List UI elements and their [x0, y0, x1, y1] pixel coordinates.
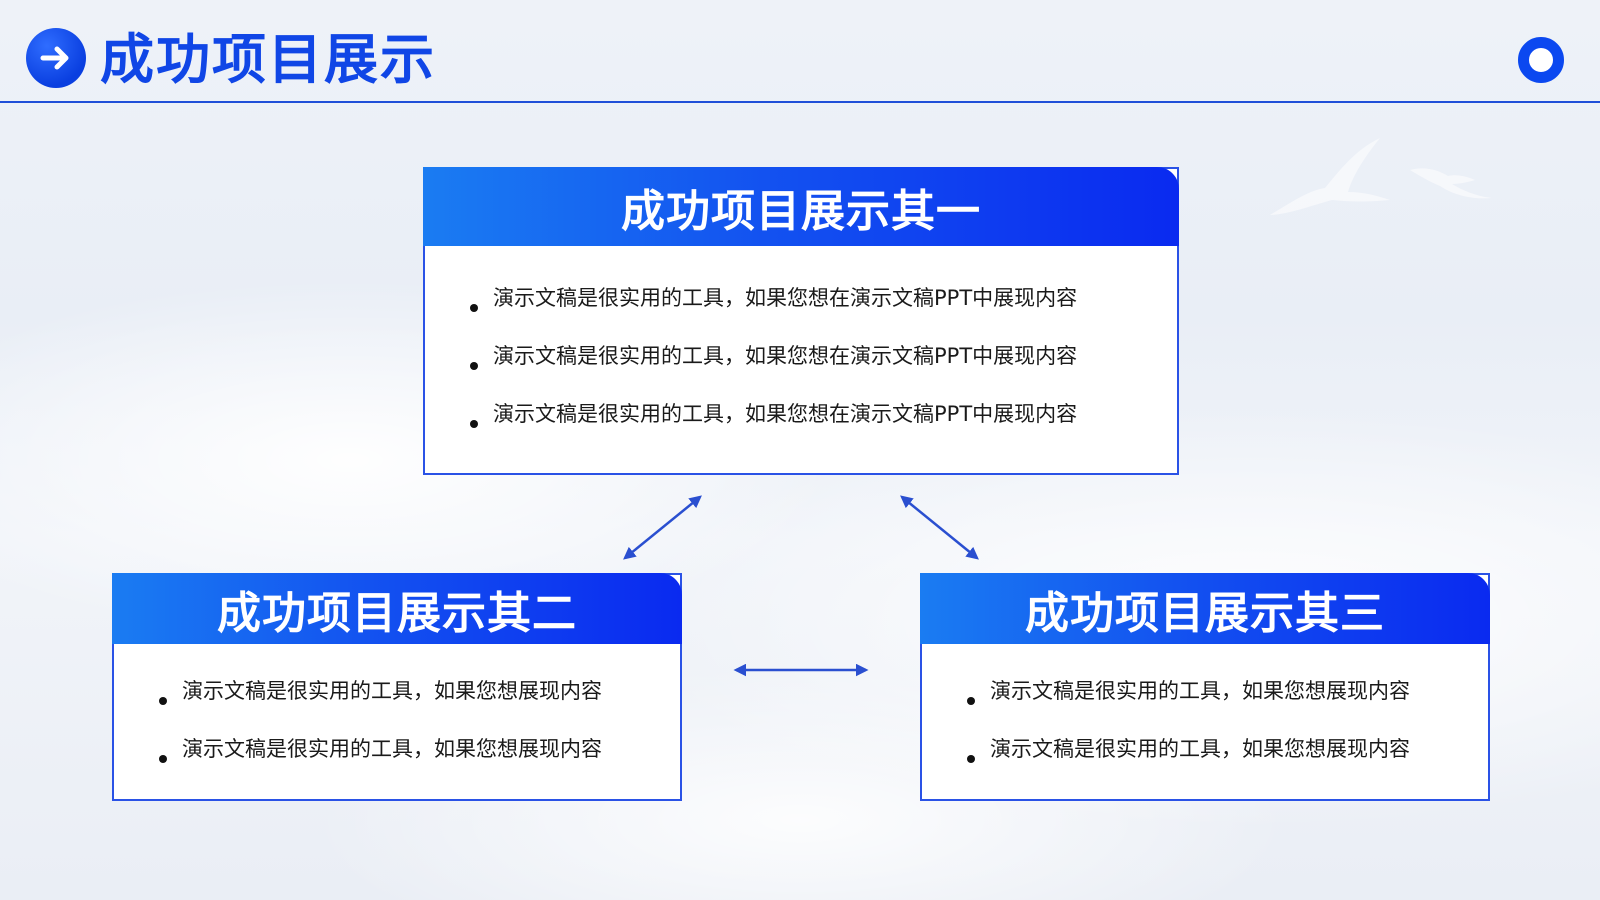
bullet-item: 演示文稿是很实用的工具，如果您想在演示文稿PPT中展现内容 [470, 395, 1177, 453]
ring-icon [1518, 37, 1564, 83]
bullet-item: 演示文稿是很实用的工具，如果您想在演示文稿PPT中展现内容 [470, 337, 1177, 395]
card-title: 成功项目展示其二 [112, 573, 682, 644]
connector-card1-card2 [623, 495, 702, 560]
bullet-item: 演示文稿是很实用的工具，如果您想展现内容 [967, 730, 1488, 788]
arrow-right-circle-icon [26, 28, 86, 88]
project-card-3: 成功项目展示其三 演示文稿是很实用的工具，如果您想展现内容 演示文稿是很实用的工… [920, 573, 1490, 801]
card-title: 成功项目展示其三 [920, 573, 1490, 644]
header-divider [0, 101, 1600, 103]
connector-card1-card3 [900, 495, 979, 560]
page-title: 成功项目展示 [100, 28, 436, 91]
project-card-1: 成功项目展示其一 演示文稿是很实用的工具，如果您想在演示文稿PPT中展现内容 演… [423, 167, 1179, 475]
card-bullet-list: 演示文稿是很实用的工具，如果您想在演示文稿PPT中展现内容 演示文稿是很实用的工… [425, 279, 1177, 453]
bullet-item: 演示文稿是很实用的工具，如果您想展现内容 [159, 730, 680, 788]
project-card-2: 成功项目展示其二 演示文稿是很实用的工具，如果您想展现内容 演示文稿是很实用的工… [112, 573, 682, 801]
birds-decoration-icon [1270, 138, 1492, 215]
bullet-item: 演示文稿是很实用的工具，如果您想展现内容 [967, 672, 1488, 730]
card-bullet-list: 演示文稿是很实用的工具，如果您想展现内容 演示文稿是很实用的工具，如果您想展现内… [922, 672, 1488, 788]
bullet-item: 演示文稿是很实用的工具，如果您想展现内容 [159, 672, 680, 730]
card-bullet-list: 演示文稿是很实用的工具，如果您想展现内容 演示文稿是很实用的工具，如果您想展现内… [114, 672, 680, 788]
card-title: 成功项目展示其一 [423, 167, 1179, 246]
bullet-item: 演示文稿是很实用的工具，如果您想在演示文稿PPT中展现内容 [470, 279, 1177, 337]
